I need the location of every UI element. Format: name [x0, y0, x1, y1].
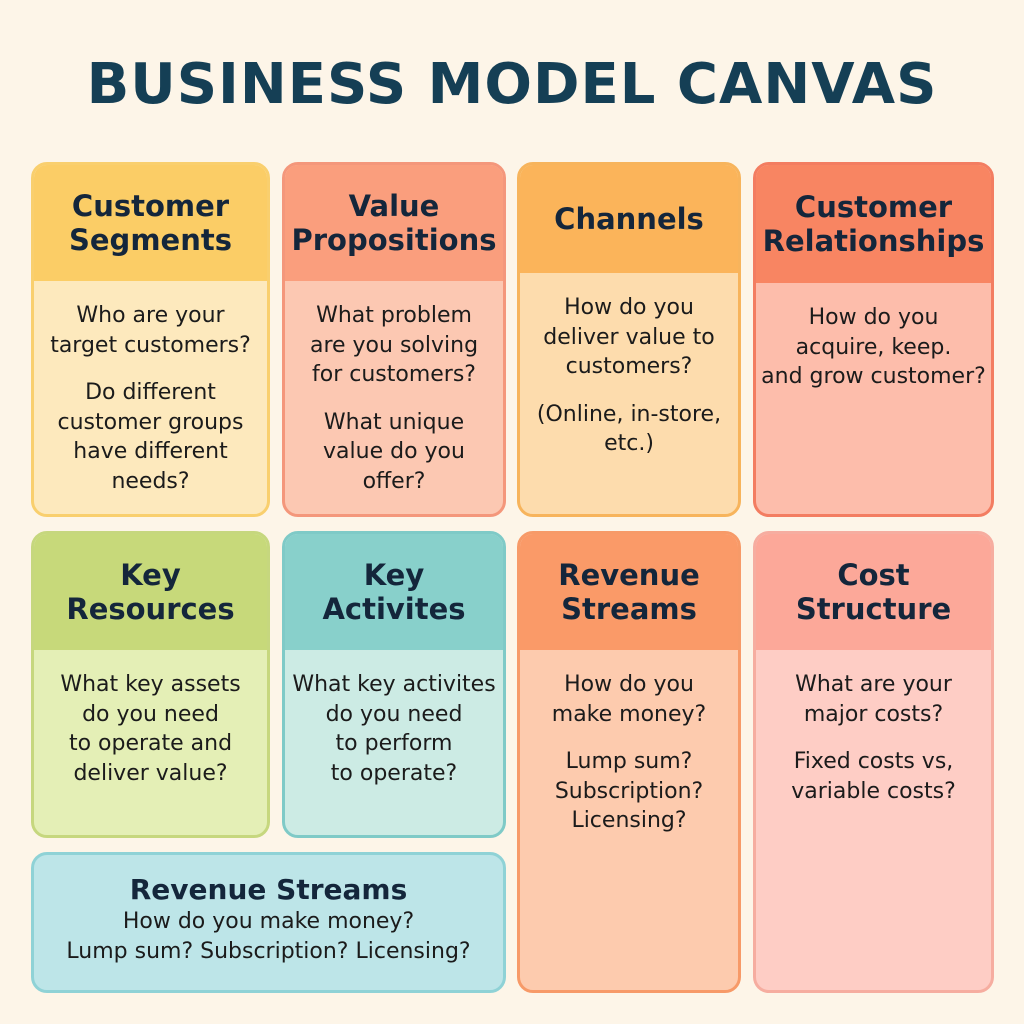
customer-segments-block: Customer Segments Who are your target cu…	[31, 162, 270, 517]
block-question: Do different customer groups have differ…	[57, 380, 244, 494]
block-heading: Revenue Streams	[129, 873, 408, 906]
block-heading: Channels	[520, 165, 738, 273]
block-question: Who are your target customers?	[50, 303, 251, 358]
key-activities-block: Key Activites What key activites do you …	[282, 531, 506, 838]
channels-block: Channels How do you deliver value to cus…	[517, 162, 741, 517]
customer-relationships-block: Customer Relationships How do you acquir…	[753, 162, 994, 517]
block-heading: Key Resources	[34, 534, 267, 650]
cost-structure-block: Cost Structure What are your major costs…	[753, 531, 994, 993]
value-propositions-block: Value Propositions What problem are you …	[282, 162, 506, 517]
block-body: What are your major costs? Fixed costs v…	[756, 650, 991, 806]
block-body: How do you deliver value to customers? (…	[520, 273, 738, 459]
block-question: Lump sum? Subscription? Licensing?	[554, 749, 704, 833]
block-heading: Revenue Streams	[520, 534, 738, 650]
page-title: BUSINESS MODEL CANVAS	[86, 52, 938, 117]
block-body: What key activites do you need to perfor…	[285, 650, 503, 788]
block-question: How do you deliver value to customers?	[543, 295, 715, 379]
block-heading: Cost Structure	[756, 534, 991, 650]
block-heading: Customer Relationships	[756, 165, 991, 283]
block-question: What problem are you solving for custome…	[309, 303, 479, 387]
block-question: What key activites do you need to perfor…	[292, 672, 496, 786]
revenue-streams-wide-block: Revenue Streams How do you make money? L…	[31, 852, 506, 993]
block-question: What are your major costs?	[795, 672, 952, 727]
block-question: (Online, in-store, etc.)	[536, 401, 722, 457]
block-body: What problem are you solving for custome…	[285, 281, 503, 496]
block-question: Lump sum? Subscription? Licensing?	[66, 939, 471, 964]
block-heading: Customer Segments	[34, 165, 267, 281]
block-body: What key assets do you need to operate a…	[34, 650, 267, 788]
block-question: How do you make money?	[551, 672, 707, 727]
block-body: Who are your target customers? Do differ…	[34, 281, 267, 496]
block-question: Fixed costs vs, variable costs?	[791, 749, 956, 804]
revenue-streams-block: Revenue Streams How do you make money? L…	[517, 531, 741, 993]
block-heading: Key Activites	[285, 534, 503, 650]
block-body: How do you make money? Lump sum? Subscri…	[520, 650, 738, 836]
block-question: What unique value do you offer?	[323, 409, 465, 494]
block-question: What key assets do you need to operate a…	[60, 672, 241, 786]
block-body: How do you acquire, keep. and grow custo…	[756, 283, 991, 392]
block-question: How do you make money?	[122, 909, 415, 934]
block-heading: Value Propositions	[285, 165, 503, 281]
block-question: How do you acquire, keep. and grow custo…	[761, 305, 986, 389]
key-resources-block: Key Resources What key assets do you nee…	[31, 531, 270, 838]
